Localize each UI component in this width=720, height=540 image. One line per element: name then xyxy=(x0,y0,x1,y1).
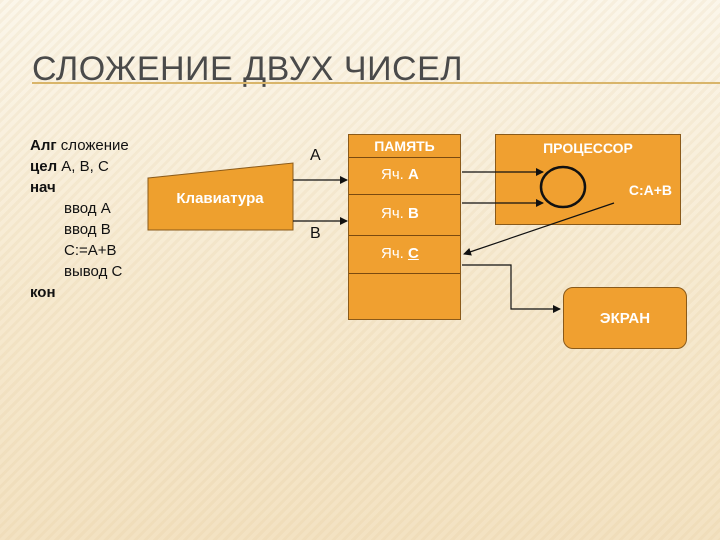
memory-cell-c-prefix: Яч. xyxy=(381,245,408,262)
memory-cell-a: Яч. А xyxy=(349,157,460,195)
processor-header: ПРОЦЕССОР xyxy=(543,140,633,156)
keyboard-block xyxy=(147,162,294,231)
algo-line-assign: С:=А+В xyxy=(64,242,117,259)
memory-block: ПАМЯТЬ Яч. А Яч. В Яч. С xyxy=(348,134,461,320)
algo-name: сложение xyxy=(56,137,129,154)
algo-vars: А, В, С xyxy=(57,158,109,175)
algo-keyword-kon: кон xyxy=(30,284,56,301)
memory-cell-c: Яч. С xyxy=(349,236,460,274)
slide-title: СЛОЖЕНИЕ ДВУХ ЧИСЕЛ xyxy=(32,50,464,88)
memory-cell-b-name: В xyxy=(407,205,419,222)
algo-line-output: вывод С xyxy=(64,263,123,280)
algo-line-declare: цел А, В, С xyxy=(30,156,129,177)
memory-cell-b-prefix: Яч. xyxy=(381,205,408,222)
title-underline xyxy=(32,82,720,84)
arrow-cell-c-to-screen xyxy=(462,264,561,313)
arrow-cpu-to-cell-c xyxy=(463,202,615,256)
algo-line-input-b: ввод В xyxy=(64,221,111,238)
algorithm-listing: Алг сложение цел А, В, С нач ввод А ввод… xyxy=(30,135,129,303)
arrow-label-a: А xyxy=(310,147,321,164)
algo-line-end: кон xyxy=(30,282,129,303)
memory-cell-a-name: А xyxy=(407,166,419,183)
memory-cell-a-prefix: Яч. xyxy=(381,166,408,183)
algo-keyword-cel: цел xyxy=(30,158,58,175)
algo-line-header: Алг сложение xyxy=(30,135,129,156)
arrow-label-b: В xyxy=(310,225,321,242)
memory-cell-c-name: С xyxy=(407,245,419,262)
algo-line-input-a: ввод А xyxy=(64,200,111,217)
memory-header: ПАМЯТЬ xyxy=(374,138,435,154)
alu-circle xyxy=(539,165,587,209)
memory-cell-b: Яч. В xyxy=(349,195,460,236)
algo-keyword-nach: нач xyxy=(30,179,56,196)
algo-line-begin: нач xyxy=(30,177,129,198)
processor-expression: С:А+В xyxy=(628,182,672,198)
keyboard-label: Клавиатура xyxy=(176,190,264,207)
screen-block: ЭКРАН xyxy=(563,287,687,349)
processor-block: ПРОЦЕССОР С:А+В xyxy=(495,134,681,225)
algo-keyword-alg: Алг xyxy=(30,137,57,154)
